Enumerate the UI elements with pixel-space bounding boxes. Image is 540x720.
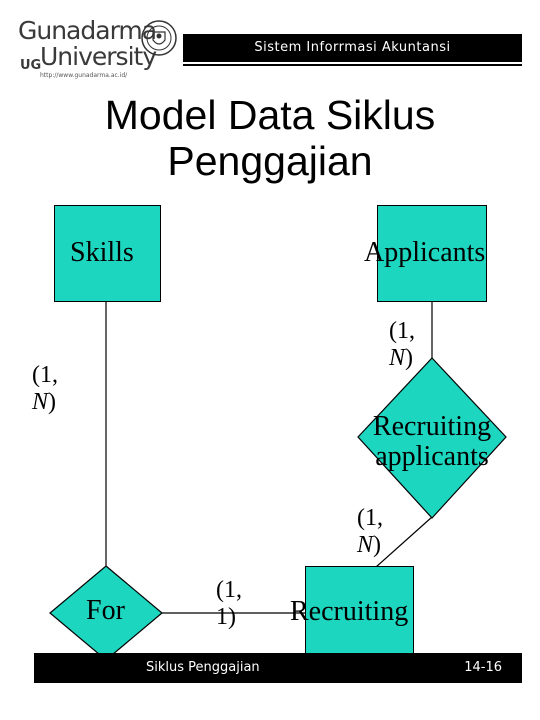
entity-applicants-label: Applicants bbox=[364, 237, 486, 268]
cardinality-value-line: N) bbox=[389, 345, 415, 372]
relationship-recruiting-applicants-diamond bbox=[357, 357, 507, 519]
logo-text-ug: UG bbox=[20, 58, 42, 73]
entity-applicants-box bbox=[377, 205, 487, 302]
cardinality-open: (1, bbox=[389, 318, 415, 344]
relationship-for-label: For bbox=[86, 595, 125, 626]
cardinality-open: (1, bbox=[32, 362, 58, 388]
slide-title-line1: Model Data Siklus bbox=[104, 92, 436, 138]
footer-bar: Siklus Penggajian 14-16 bbox=[34, 653, 522, 683]
cardinality-recruiting-applicants-recruiting: (1, N) bbox=[357, 505, 383, 559]
cardinality-open: (1, bbox=[357, 505, 383, 531]
relationship-label-line2: applicants bbox=[375, 441, 489, 472]
line-recruiting-applicants-recruiting bbox=[375, 516, 433, 568]
cardinality-value-line: N) bbox=[357, 532, 383, 559]
header-divider bbox=[183, 64, 522, 66]
course-title-bar: Sistem Inforrmasi Akuntansi bbox=[183, 34, 522, 62]
gunadarma-logo: Gunadarma UG University http://www.gunad… bbox=[18, 14, 183, 90]
cardinality-line1: (1, bbox=[216, 577, 242, 603]
logo-url: http://www.gunadarma.ac.id/ bbox=[40, 72, 128, 79]
relationship-label-line1: Recruiting bbox=[372, 411, 492, 442]
footer-section-title: Siklus Penggajian bbox=[146, 660, 260, 675]
cardinality-line2: 1) bbox=[216, 604, 236, 630]
cardinality-skills-for: (1, N) bbox=[32, 362, 58, 416]
cardinality-close: ) bbox=[48, 389, 57, 415]
cardinality-for-recruiting: (1, 1) bbox=[216, 577, 242, 631]
entity-skills-label: Skills bbox=[70, 237, 134, 268]
cardinality-close: ) bbox=[405, 345, 414, 371]
cardinality-value: N bbox=[32, 389, 49, 415]
slide-title-line2: Penggajian bbox=[167, 138, 373, 184]
cardinality-applicants-recruiting-applicants: (1, N) bbox=[389, 318, 415, 372]
footer-page-number: 14-16 bbox=[464, 660, 502, 675]
university-seal-icon bbox=[141, 20, 177, 56]
cardinality-value: N bbox=[389, 345, 406, 371]
relationship-recruiting-applicants-label: Recruiting applicants bbox=[356, 412, 508, 472]
cardinality-close: ) bbox=[373, 532, 382, 558]
logo-text-gunadarma: Gunadarma bbox=[18, 16, 157, 45]
logo-text-university: University bbox=[40, 42, 157, 71]
cardinality-value-line: N) bbox=[32, 389, 58, 416]
cardinality-value: N bbox=[357, 532, 374, 558]
entity-recruiting-label: Recruiting bbox=[290, 596, 409, 627]
slide-title: Model Data Siklus Penggajian bbox=[40, 92, 500, 184]
entity-skills-box bbox=[54, 205, 161, 302]
